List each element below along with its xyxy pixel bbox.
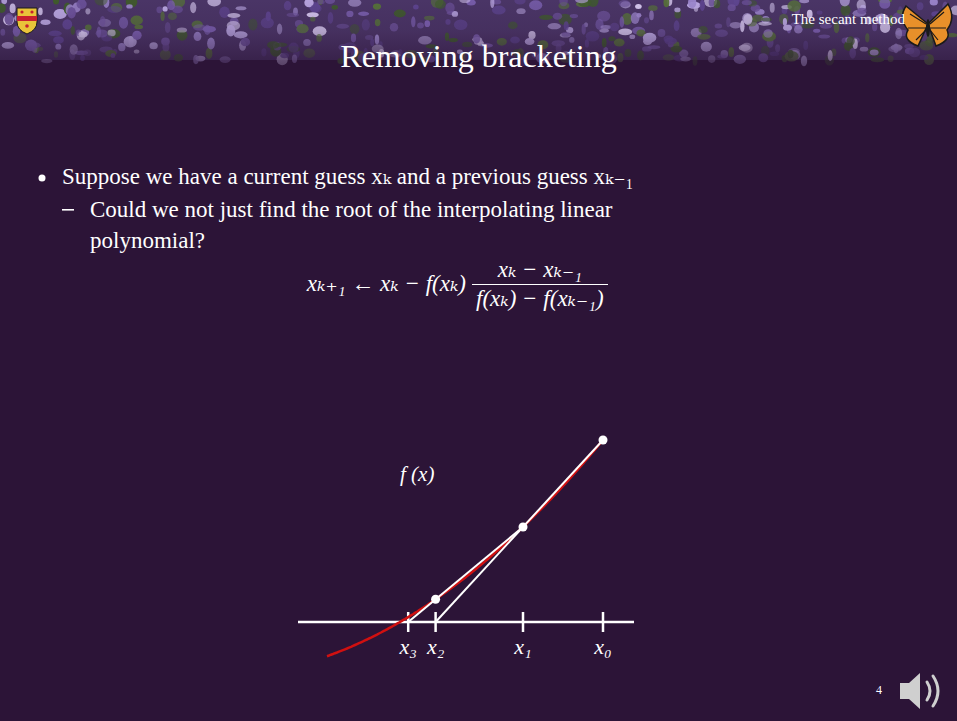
butterfly-veins: [908, 12, 946, 40]
shield-lion: [30, 10, 33, 13]
axis-tick: [522, 612, 525, 632]
fraction: xₖ − xₖ₋₁f(xₖ) − f(xₖ₋₁): [472, 256, 608, 313]
speaker-wave: [927, 682, 930, 700]
banner-fade: [0, 0, 957, 90]
speaker-body: [900, 673, 920, 709]
guess-point: [431, 595, 440, 604]
axis-label: x₂: [427, 634, 444, 660]
sub-bullet-text: Could we not just find the root of the i…: [90, 194, 730, 256]
shield-band: [17, 16, 37, 21]
guess-point: [599, 436, 608, 445]
axis-tick: [602, 612, 605, 632]
axis-label: x₃: [400, 634, 417, 660]
secant-line: [408, 527, 523, 622]
x-axis: [298, 621, 634, 624]
axis-label: x₀: [594, 634, 611, 660]
axis-label: x₁: [514, 634, 531, 660]
shield-body: [17, 8, 37, 34]
shield-lion: [20, 10, 23, 13]
section-header: The secant method: [792, 11, 905, 28]
function-curve: [327, 440, 603, 656]
formula-left: xₖ₊₁ ← xₖ − f(xₖ): [307, 270, 466, 297]
guess-point: [519, 523, 528, 532]
university-shield: [17, 8, 37, 34]
bullet-text: Suppose we have a current guess xₖ and a…: [62, 163, 634, 190]
bullet-dot: [39, 175, 46, 182]
butterfly-wing: [902, 6, 928, 46]
speaker-icon: [900, 673, 938, 709]
speaker-wave: [933, 676, 938, 706]
formula-numerator: xₖ − xₖ₋₁: [494, 256, 586, 284]
formula-denominator: f(xₖ) − f(xₖ₋₁): [472, 284, 608, 313]
butterfly-body: [926, 19, 930, 37]
slide-number: 4: [876, 683, 882, 698]
monarch-butterfly: [902, 4, 951, 46]
function-label: f (x): [400, 462, 434, 487]
slide-title: Removing bracketing: [0, 38, 957, 75]
shield-lion: [25, 24, 29, 28]
butterfly-wing: [928, 4, 952, 46]
bullet-dash: [62, 209, 74, 211]
